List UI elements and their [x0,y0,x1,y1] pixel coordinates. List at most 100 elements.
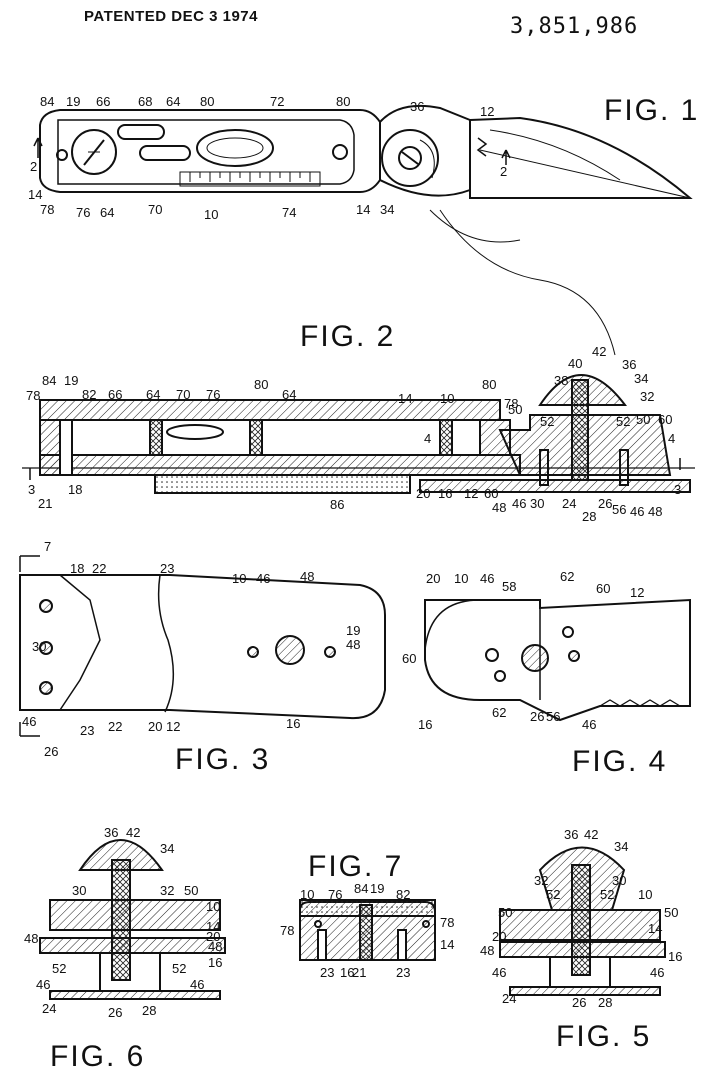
fig5-drawing [499,846,666,996]
fig2-bottom-plate [154,474,411,494]
fig2-ref-18: 18 [68,482,83,497]
fig6-ref-34: 34 [160,841,175,856]
fig3-ref-48: 48 [346,637,361,652]
fig2-ref-24: 24 [562,496,577,511]
fig4-ref-62: 62 [492,705,507,720]
fig3-ref-22: 22 [92,561,107,576]
fig2-ref-48: 48 [648,504,663,519]
fig2-ref-21: 21 [38,496,53,511]
fig5-ref-48: 48 [480,943,495,958]
fig2-ref-70: 70 [176,387,191,402]
fig2-ref-46: 46 [630,504,645,519]
fig1-ref-80: 80 [200,94,215,109]
fig6-ref-28: 28 [142,1003,157,1018]
fig4-ref-26: 26 [530,709,545,724]
fig2-ref-78: 78 [26,388,41,403]
fig6-ref-42: 42 [126,825,141,840]
fig1-blade-arc [439,209,616,356]
fig1-ref-76: 76 [76,205,91,220]
fig7-ref-19: 19 [370,881,385,896]
fig1-ref-2: 2 [30,159,38,174]
fig3-ref-16: 16 [286,716,301,731]
fig6-drawing [39,839,226,1000]
fig3-ref-10: 10 [232,571,247,586]
fig1-drawing [33,104,693,356]
fig2-ref-32: 32 [640,389,655,404]
fig1-ref-10: 10 [204,207,219,222]
fig7-ref-76: 76 [328,887,343,902]
fig4-ref-10: 10 [454,571,469,586]
fig1-blade [469,116,693,199]
fig3-ref-12: 12 [166,719,181,734]
fig2-ref-26: 26 [598,496,613,511]
fig2-ref-80: 80 [482,377,497,392]
fig3-ref-18: 18 [70,561,85,576]
fig4-ref-46: 46 [582,717,597,732]
fig4-ref-56: 56 [546,709,561,724]
fig5-ref-46: 46 [650,965,665,980]
fig6-ref-10: 10 [206,899,221,914]
fig3-pivot [275,635,305,665]
fig1-ref-84: 84 [40,94,55,109]
fig2-ref-20: 20 [416,486,431,501]
fig2-ref-30: 30 [530,496,545,511]
fig7-ref-21: 21 [352,965,367,980]
fig1-ref-64: 64 [100,205,115,220]
fig6-ref-48: 48 [208,939,223,954]
fig1-pivot-knob [381,129,439,187]
fig4-ref-12: 12 [630,585,645,600]
fig2-ref-78: 78 [504,396,519,411]
fig1-ref-12: 12 [480,104,495,119]
fig2-ref-82: 82 [82,387,97,402]
fig3-ref-46: 46 [22,714,37,729]
fig2-top-cover [39,399,501,421]
fig4-outline [424,598,691,722]
fig5-ref-10: 10 [638,887,653,902]
fig3-drawing [19,555,386,737]
fig5-ref-14: 14 [648,921,663,936]
fig1-ref-36: 36 [410,99,425,114]
fig2-ref-76: 76 [206,387,221,402]
fig2-ref-52: 52 [616,414,631,429]
fig2-ref-4: 4 [668,431,676,446]
fig6-ref-24: 24 [42,1001,57,1016]
fig2-ref-80: 80 [254,377,269,392]
fig1-compass [71,129,117,175]
fig2-ref-60: 60 [658,412,673,427]
fig2-ref-60: 60 [484,486,499,501]
fig1-ref-19: 19 [66,94,81,109]
fig7-ref-78: 78 [280,923,295,938]
fig2-ref-84: 84 [42,373,57,388]
fig6-ref-32: 32 [160,883,175,898]
fig7-ref-82: 82 [396,887,411,902]
fig6-ref-16: 16 [208,955,223,970]
fig3-ref-20: 20 [148,719,163,734]
fig2-ref-50: 50 [508,402,523,417]
fig5-ref-50: 50 [664,905,679,920]
fig2-ref-86: 86 [330,497,345,512]
fig1-ref-78: 78 [40,202,55,217]
fig5-ref-28: 28 [598,995,613,1010]
fig1-ref-72: 72 [270,94,285,109]
patent-number: 3,851,986 [510,14,639,39]
fig2-ref-64: 64 [282,387,297,402]
fig1-ref-34: 34 [380,202,395,217]
fig2-frame [39,454,521,476]
fig2-ref-56: 56 [612,502,627,517]
fig6-ref-26: 26 [108,1005,123,1020]
fig6-ref-30: 30 [72,883,87,898]
fig1-ref-64: 64 [166,94,181,109]
fig1-level [196,129,274,167]
fig2-ref-14: 14 [398,391,413,406]
fig4-ref-58: 58 [502,579,517,594]
fig2-ref-28: 28 [582,509,597,524]
figure-label-7: FIG. 7 [308,850,404,883]
fig7-ref-16: 16 [340,965,355,980]
fig5-ref-36: 36 [564,827,579,842]
fig5-ref-52: 52 [546,887,561,902]
fig2-ref-48: 48 [492,500,507,515]
fig7-ref-78: 78 [440,915,455,930]
fig7-ref-23: 23 [396,965,411,980]
fig4-ref-60: 60 [596,581,611,596]
